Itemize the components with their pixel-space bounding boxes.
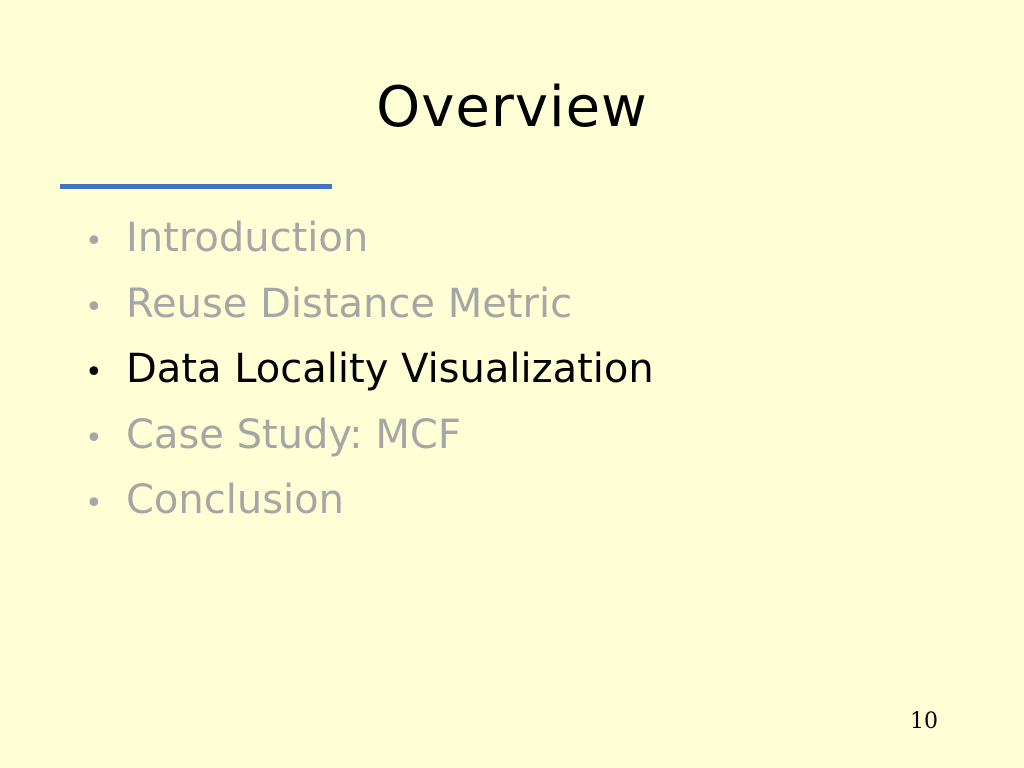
bullet-text: Introduction	[126, 215, 369, 261]
bullet-dot-icon: •	[85, 355, 103, 390]
bullet-text: Conclusion	[126, 477, 344, 523]
bullet-item-data-locality-visualization: • Data Locality Visualization	[85, 337, 654, 403]
bullet-item-conclusion: • Conclusion	[85, 468, 654, 534]
bullet-text: Data Locality Visualization	[126, 346, 654, 392]
bullet-text: Reuse Distance Metric	[126, 280, 573, 327]
bullet-item-reuse-distance-metric: • Reuse Distance Metric	[85, 272, 654, 338]
bullet-list: • Introduction • Reuse Distance Metric •…	[85, 206, 654, 534]
slide-title: Overview	[376, 75, 648, 140]
bullet-item-case-study-mcf: • Case Study: MCF	[85, 403, 654, 469]
bullet-dot-icon: •	[85, 224, 103, 259]
bullet-dot-icon: •	[85, 486, 103, 521]
page-number: 10	[910, 709, 938, 734]
title-accent-rule	[60, 184, 332, 189]
bullet-text: Case Study: MCF	[126, 411, 461, 458]
bullet-item-introduction: • Introduction	[85, 206, 654, 272]
bullet-dot-icon: •	[85, 289, 103, 325]
bullet-dot-icon: •	[85, 420, 103, 456]
